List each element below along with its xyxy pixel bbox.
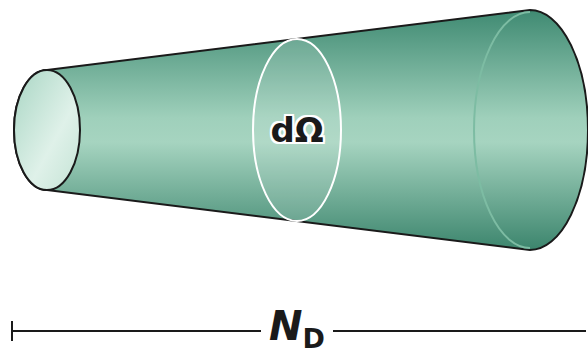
dimension-label: ND [261,306,333,352]
near-face [14,70,80,190]
frustum-body [14,10,588,250]
cross-section-ellipse: dΩ [252,38,342,222]
dimension-symbol: N [269,303,302,349]
dimension-tick [11,321,13,341]
dimension-subscript: D [302,323,324,354]
solid-angle-label: dΩ [270,110,323,150]
far-rim [474,12,530,248]
